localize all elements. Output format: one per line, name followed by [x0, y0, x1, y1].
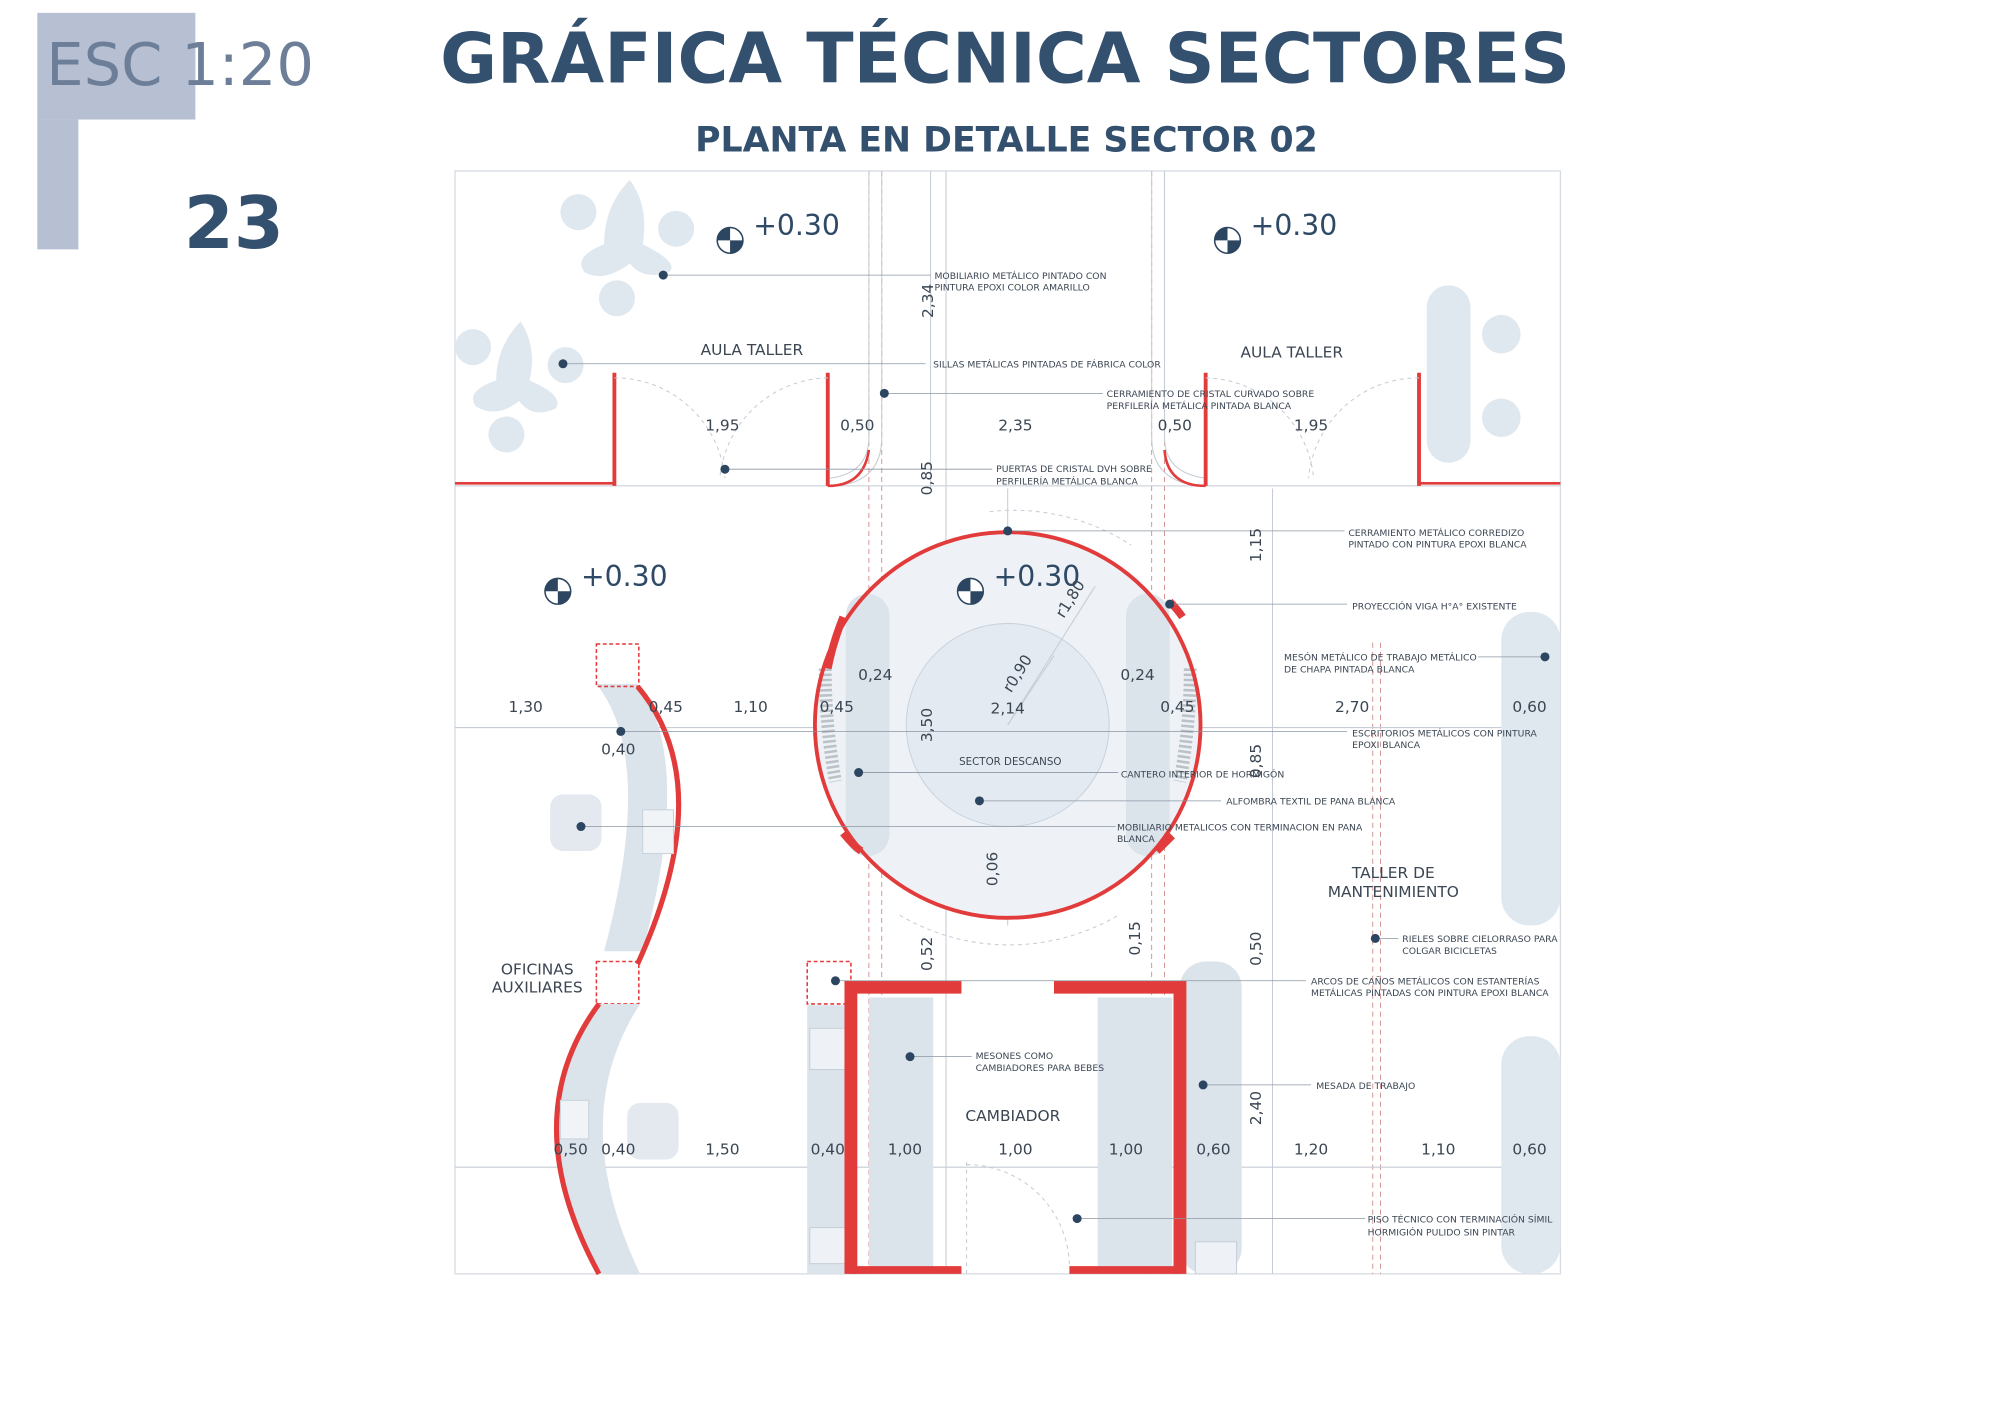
dimension-label: 1,30 — [509, 698, 543, 716]
level-label: +0.30 — [994, 560, 1081, 593]
workshop-benches-right — [1426, 285, 1521, 463]
sheet-letter-mark: F — [37, 12, 1800, 1402]
scale-label: ESC 1:20 — [46, 30, 314, 99]
dimension-label: 0,50 — [554, 1140, 588, 1158]
oficinas-curved-walls — [550, 643, 682, 1276]
note-text: PROYECCIÓN VIGA H°A° EXISTENTE — [1352, 600, 1517, 612]
dimension-label: 0,60 — [1512, 698, 1546, 716]
dimension-label: 1,10 — [733, 698, 767, 716]
note-text: PISO TÉCNICO CON TERMINACIÓN SÍMIL — [1368, 1213, 1554, 1225]
note-text: PINTURA EPOXI COLOR AMARILLO — [934, 283, 1089, 294]
dimension-label: 0,60 — [1196, 1140, 1230, 1158]
dimension-label: 0,24 — [1120, 666, 1154, 684]
dimension-label: 0,45 — [1160, 698, 1194, 716]
note-text: METÁLICAS PINTADAS CON PINTURA EPOXI BLA… — [1311, 987, 1549, 999]
note-text: ALFOMBRA TEXTIL DE PANA BLANCA — [1226, 797, 1396, 808]
room-label-aula-taller: AULA TALLER — [1240, 343, 1343, 361]
dimension-label: 2,40 — [1247, 1091, 1265, 1125]
note-text: PERFILERÍA METÁLICA PINTADA BLANCA — [1107, 400, 1292, 412]
note-text: COLGAR BICICLETAS — [1402, 946, 1497, 957]
room-label-mantenimiento: MANTENIMIENTO — [1328, 883, 1459, 901]
dimension-label: 0,06 — [983, 852, 1001, 886]
dimension-label: 1,15 — [1247, 528, 1265, 562]
note-text: CERRAMIENTO DE CRISTAL CURVADO SOBRE — [1107, 389, 1315, 400]
note-text: RIELES SOBRE CIELORRASO PARA — [1402, 934, 1558, 945]
dimension-label: 0,85 — [918, 461, 936, 495]
note-text: ARCOS DE CAÑOS METÁLICOS CON ESTANTERÍAS — [1311, 976, 1540, 988]
dimension-label: 0,45 — [649, 698, 683, 716]
note-text: MOBILIARIO METÁLICO PINTADO CON — [934, 270, 1106, 282]
room-label-aula-taller: AULA TALLER — [701, 341, 804, 359]
dimension-label: 0,50 — [1247, 932, 1265, 966]
sector-descanso-plan — [812, 509, 1203, 946]
level-marker: +0.30 — [544, 560, 668, 605]
dimension-label: 1,95 — [705, 417, 739, 435]
note-text: PINTADO CON PINTURA EPOXI BLANCA — [1348, 540, 1527, 551]
dimension-label: 1,00 — [888, 1140, 922, 1158]
note-text: ESCRITORIOS METÁLICOS CON PINTURA — [1352, 728, 1537, 740]
annotation-leaders — [558, 270, 1550, 1224]
room-label-taller: TALLER DE — [1351, 864, 1435, 882]
dimension-label: 2,34 — [919, 284, 937, 318]
note-text: MESÓN METÁLICO DE TRABAJO METÁLICO — [1284, 652, 1477, 664]
dimension-label: 0,15 — [1126, 921, 1144, 955]
page-subtitle: PLANTA EN DETALLE SECTOR 02 — [695, 121, 1318, 161]
room-label-cambiador: CAMBIADOR — [965, 1107, 1060, 1125]
dimension-labels: 1,95 0,50 2,35 0,50 1,95 2,34 0,85 1,15 … — [509, 284, 1547, 1159]
note-text: CANTERO INTERIOR DE HORMIGÓN — [1121, 769, 1285, 781]
note-text: CAMBIADORES PARA BEBES — [976, 1063, 1105, 1074]
level-marker: +0.30 — [1213, 209, 1338, 255]
level-marker: +0.30 — [956, 560, 1081, 605]
note-text: MESADA DE TRABAJO — [1316, 1081, 1415, 1092]
dimension-label: 3,50 — [918, 708, 936, 742]
dimension-label: 0,85 — [1247, 744, 1265, 778]
dimension-label: 0,45 — [820, 698, 854, 716]
note-text: SILLAS METÁLICAS PINTADAS DE FÁBRICA COL… — [933, 359, 1161, 371]
plan-drawing: +0.30 +0.30 +0.30 +0.30 AULA TALLER AULA… — [454, 170, 1562, 1276]
note-text: PUERTAS DE CRISTAL DVH SOBRE — [996, 464, 1152, 475]
dimension-label: 0,40 — [601, 741, 635, 759]
dimension-label: 2,35 — [998, 417, 1032, 435]
dimension-label: 0,52 — [918, 937, 936, 971]
page-title: GRÁFICA TÉCNICA SECTORES — [440, 17, 1570, 99]
workshop-tables-left — [455, 179, 695, 453]
level-marker: +0.30 — [716, 209, 840, 255]
dimension-label: 0,60 — [1512, 1140, 1546, 1158]
dimension-label: 1,20 — [1294, 1140, 1328, 1158]
dimension-label: 1,10 — [1421, 1140, 1455, 1158]
note-text: HORMIGIÓN PULIDO SIN PINTAR — [1368, 1226, 1516, 1238]
dimension-label: 1,95 — [1294, 417, 1328, 435]
aula-taller-walls — [455, 372, 1561, 488]
dimension-label: 2,14 — [991, 699, 1025, 717]
taller-mantenimiento-benches — [1501, 611, 1561, 1274]
dimension-label: 1,00 — [1109, 1140, 1143, 1158]
note-text: MESONES COMO — [976, 1051, 1054, 1062]
room-label-auxiliares: AUXILIARES — [492, 978, 583, 996]
note-text: EPOXI BLANCA — [1352, 740, 1421, 751]
level-label: +0.30 — [581, 560, 668, 593]
dimension-label: 1,00 — [998, 1140, 1032, 1158]
level-label: +0.30 — [753, 209, 840, 242]
room-label-oficinas: OFICINAS — [501, 960, 574, 978]
dimension-label: 0,50 — [840, 417, 874, 435]
dimension-label: 0,40 — [811, 1140, 845, 1158]
note-text: PERFILERÍA METÁLICA BLANCA — [996, 476, 1138, 488]
dimension-label: 0,40 — [601, 1140, 635, 1158]
note-text: CERRAMIENTO METÁLICO CORREDIZO — [1348, 527, 1524, 539]
note-text: MOBILIARIO METALICOS CON TERMINACION EN … — [1117, 822, 1363, 833]
annotation-notes: MOBILIARIO METÁLICO PINTADO CON PINTURA … — [933, 270, 1558, 1238]
dimension-label: 1,50 — [705, 1140, 739, 1158]
level-label: +0.30 — [1251, 209, 1338, 242]
dimension-label: 2,70 — [1335, 698, 1369, 716]
cambiador-room — [806, 960, 1242, 1275]
sheet-letter: F — [1799, 1400, 1800, 1402]
sheet-number: 23 — [184, 181, 284, 265]
note-text: DE CHAPA PINTADA BLANCA — [1284, 664, 1415, 675]
dimension-label: 0,50 — [1158, 417, 1192, 435]
room-label-sector-descanso: SECTOR DESCANSO — [959, 756, 1061, 768]
dimension-label: 0,24 — [858, 666, 892, 684]
note-text: BLANCA — [1117, 834, 1155, 845]
